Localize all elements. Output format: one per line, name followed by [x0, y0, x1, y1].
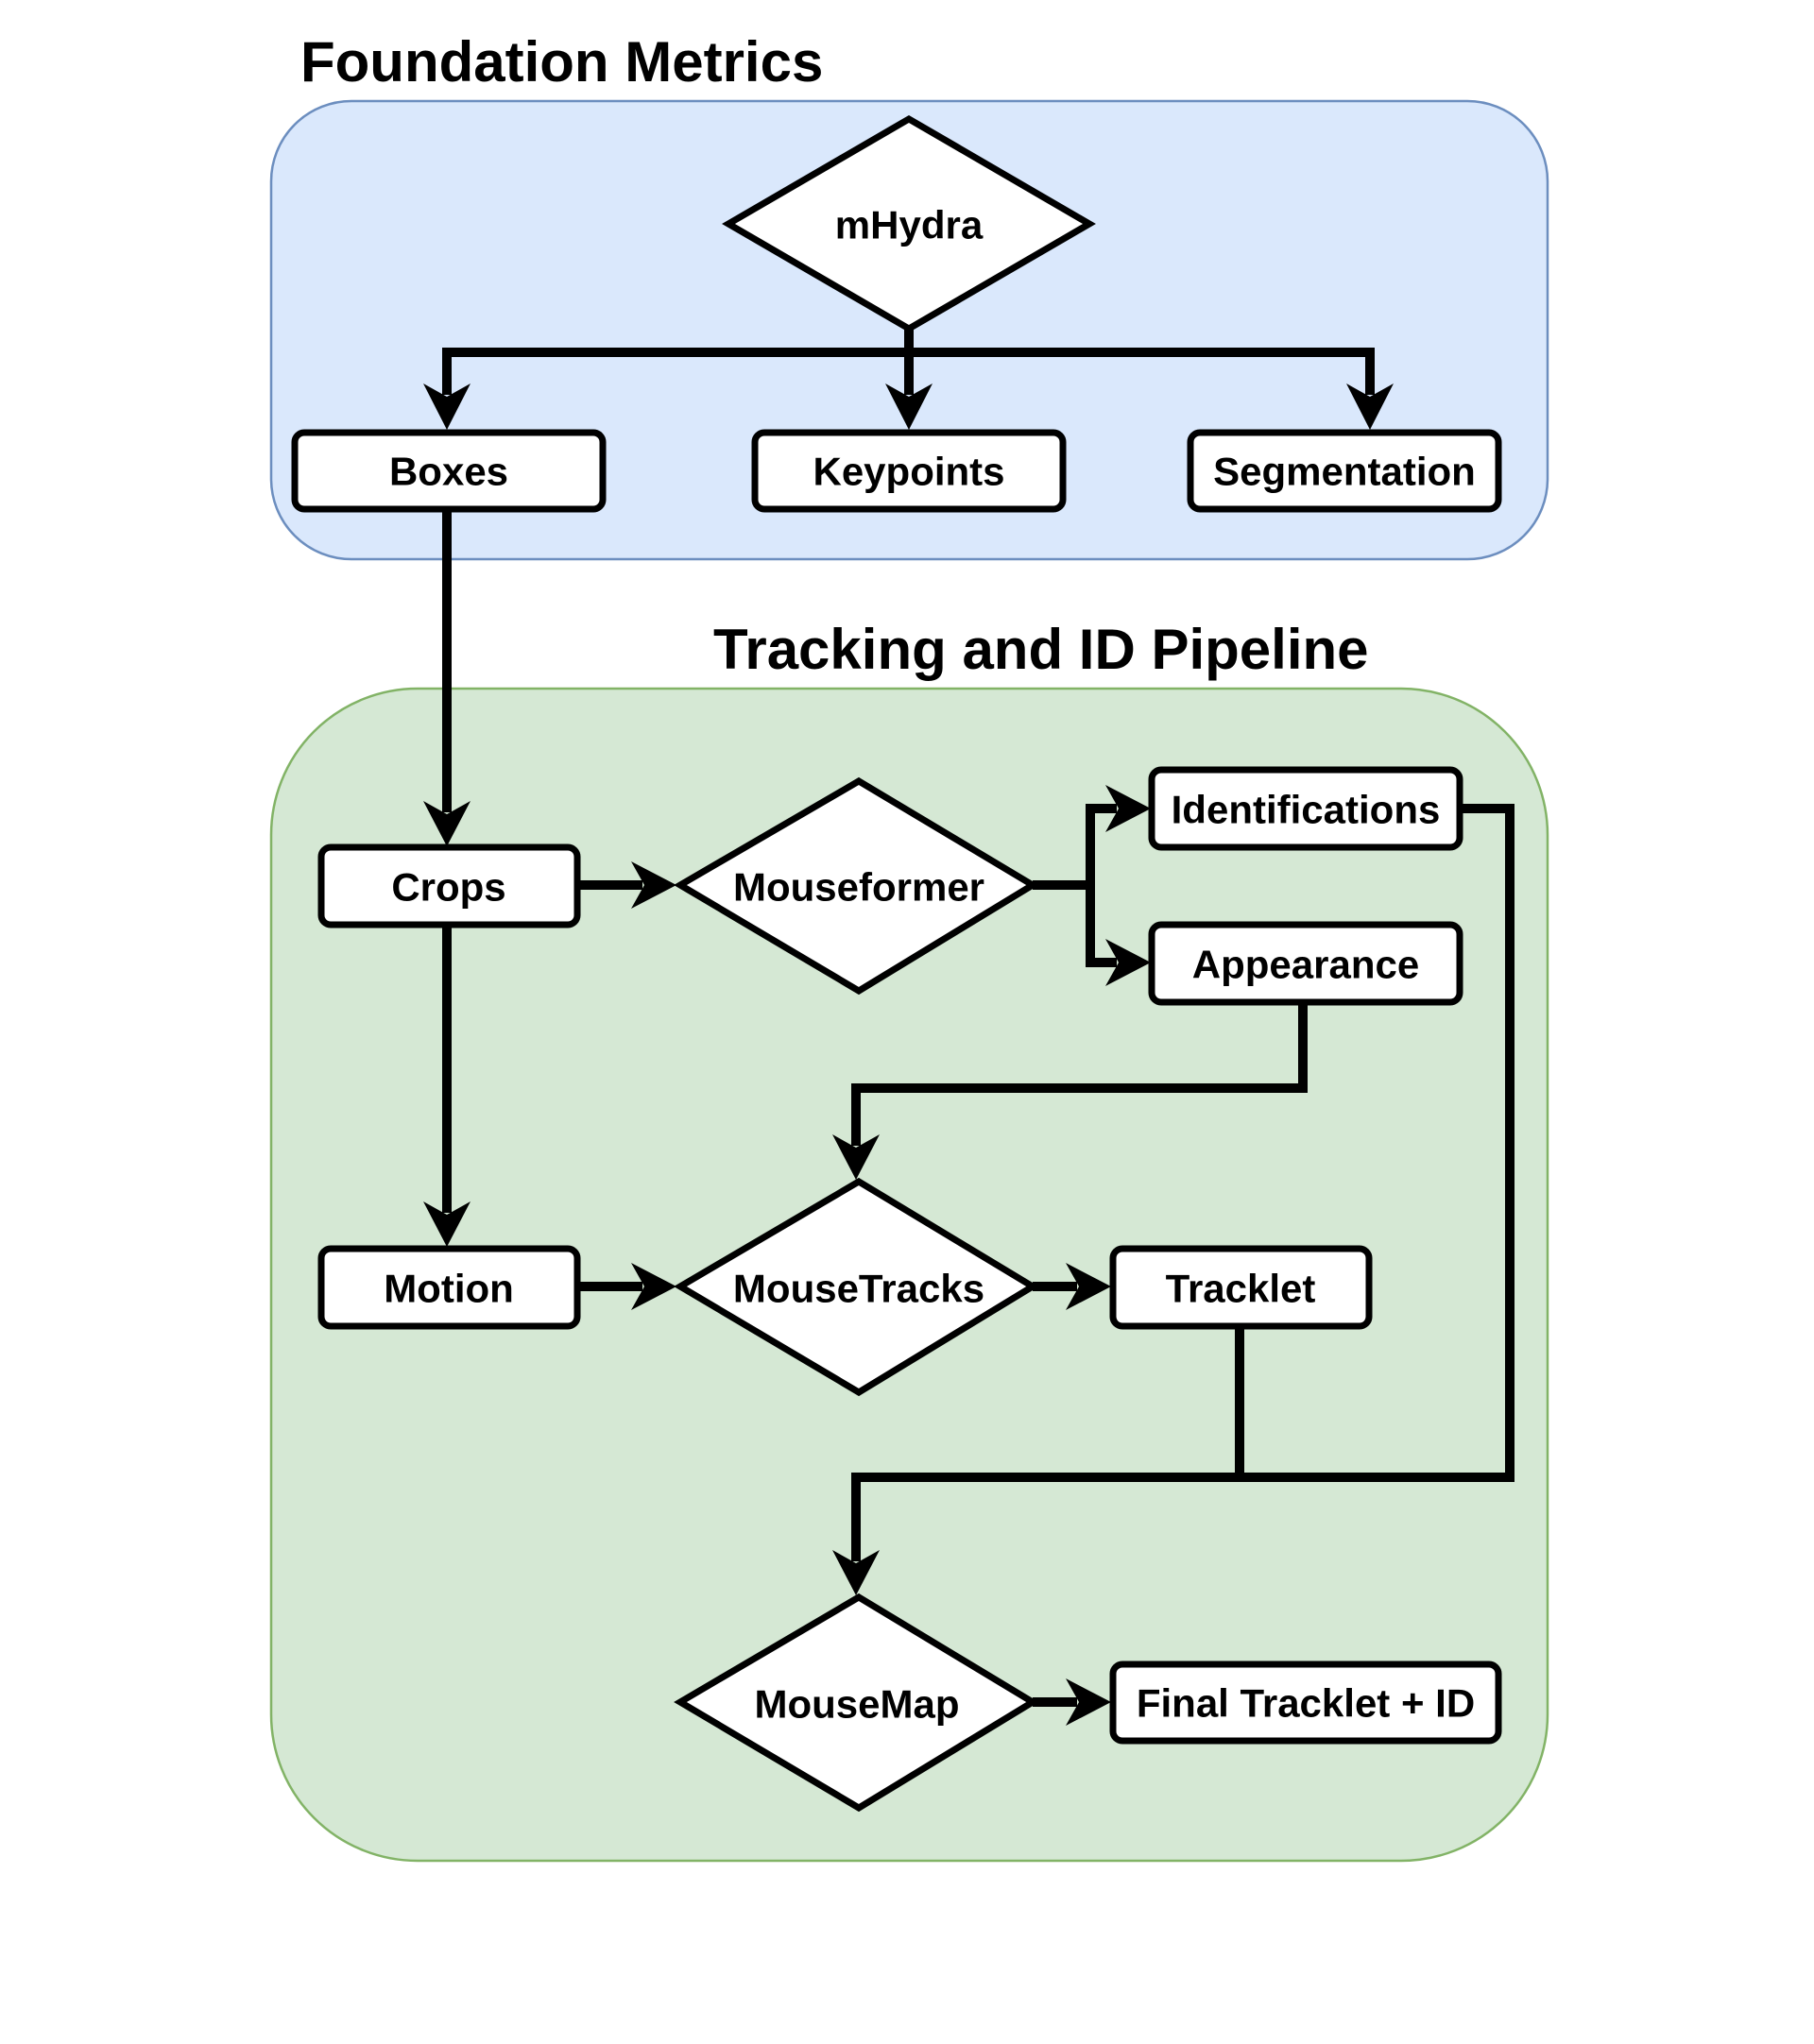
appearance-label: Appearance [1192, 943, 1419, 987]
mouseformer-label: Mouseformer [733, 865, 984, 910]
node-appearance: Appearance [1148, 921, 1463, 1006]
crops-label: Crops [391, 865, 505, 910]
mouseformer-diamond [674, 776, 1039, 996]
node-segmentation: Segmentation [1187, 429, 1502, 513]
arrowhead-identifications [1105, 785, 1151, 832]
keypoints-box [751, 429, 1067, 513]
mhydra-label: mHydra [835, 203, 984, 247]
final-label: Final Tracklet + ID [1137, 1681, 1475, 1726]
arrowhead-boxes [423, 383, 471, 430]
edge-mouseformer-identifications [1033, 804, 1117, 890]
node-mhydra: mHydra [722, 114, 1096, 333]
arrowhead-crops [423, 801, 471, 846]
mousemap-diamond [674, 1593, 1039, 1813]
node-motion: Motion [317, 1245, 581, 1330]
arrowhead-mousetracks-left [631, 1263, 676, 1310]
foundation-metrics-title: Foundation Metrics [300, 30, 823, 94]
appearance-box [1148, 921, 1463, 1006]
mousemap-label: MouseMap [754, 1682, 959, 1727]
tracking-pipeline-title: Tracking and ID Pipeline [713, 618, 1369, 681]
arrowhead-mouseformer [631, 861, 676, 909]
arrowhead-tracklet [1066, 1263, 1111, 1310]
node-mouseformer: Mouseformer [674, 776, 1039, 996]
arrowhead-keypoints [885, 383, 933, 430]
boxes-label: Boxes [389, 450, 508, 494]
node-keypoints: Keypoints [751, 429, 1067, 513]
keypoints-label: Keypoints [813, 450, 1004, 494]
node-boxes: Boxes [291, 429, 607, 513]
boxes-box [291, 429, 607, 513]
mousetracks-diamond [674, 1177, 1039, 1397]
arrowhead-appearance [1105, 939, 1151, 986]
mhydra-diamond [722, 114, 1096, 333]
node-crops: Crops [317, 843, 581, 928]
edge-mouseformer-appearance [1086, 885, 1117, 967]
tracklet-label: Tracklet [1166, 1267, 1316, 1311]
mousetracks-label: MouseTracks [733, 1267, 984, 1311]
arrowhead-motion [423, 1201, 471, 1247]
identifications-label: Identifications [1172, 788, 1441, 832]
arrowhead-final [1066, 1678, 1111, 1726]
tracklet-box [1109, 1245, 1373, 1330]
final-box [1109, 1661, 1502, 1745]
motion-box [317, 1245, 581, 1330]
arrowhead-segmentation [1346, 383, 1394, 430]
segmentation-label: Segmentation [1213, 450, 1476, 494]
node-final: Final Tracklet + ID [1109, 1661, 1502, 1745]
crops-box [317, 843, 581, 928]
arrowhead-mousetracks-top [832, 1134, 880, 1180]
arrowhead-mousemap [832, 1550, 880, 1595]
edge-mhydra-segmentation [909, 348, 1375, 395]
node-tracklet: Tracklet [1109, 1245, 1373, 1330]
motion-label: Motion [384, 1267, 514, 1311]
segmentation-box [1187, 429, 1502, 513]
node-identifications: Identifications [1148, 766, 1463, 851]
edge-appearance-mousetracks [851, 1002, 1308, 1146]
identifications-box [1148, 766, 1463, 851]
edges [423, 329, 1515, 1726]
node-mousemap: MouseMap [674, 1593, 1039, 1813]
edge-identifications-mousemap [851, 804, 1515, 1561]
node-mousetracks: MouseTracks [674, 1177, 1039, 1397]
